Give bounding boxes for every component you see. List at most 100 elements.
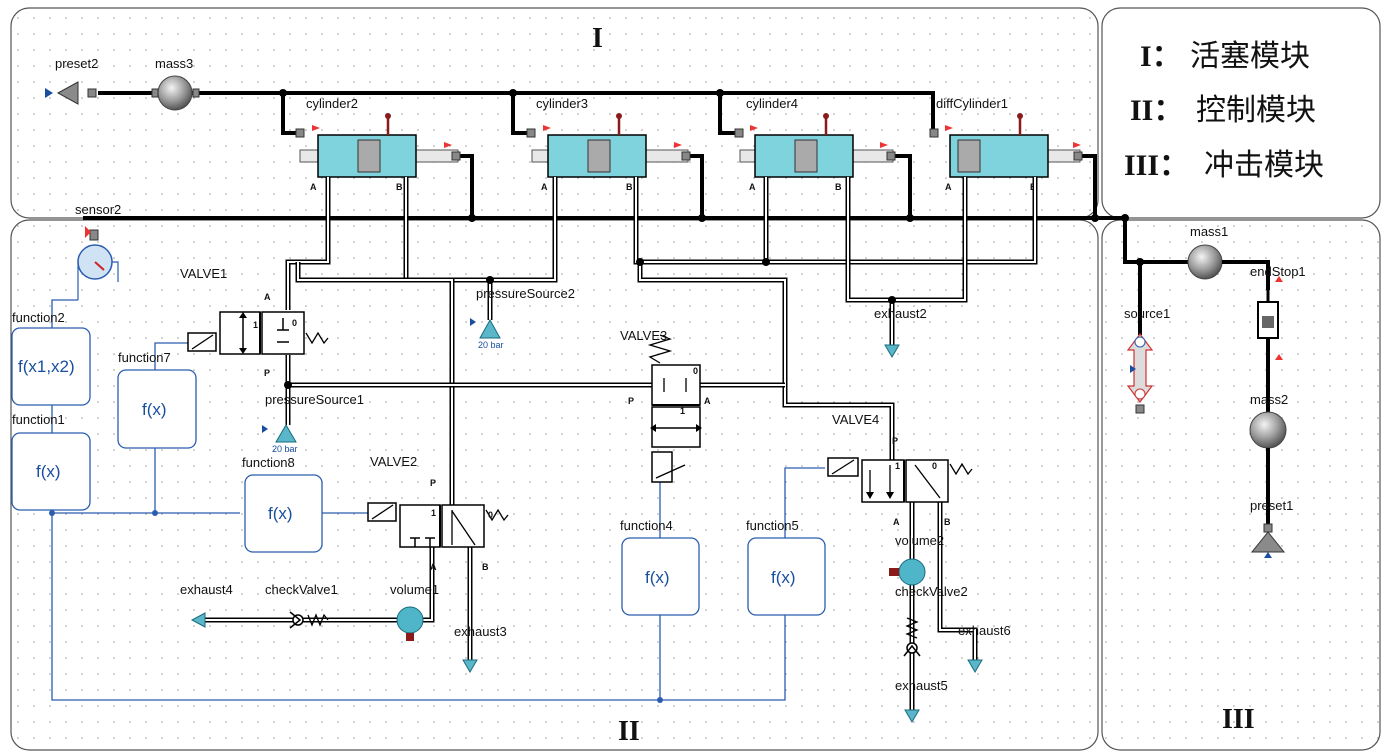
function2-label: function2 (12, 310, 65, 325)
valve4-component[interactable]: 1 0 (827, 457, 973, 503)
cylinder2-label: cylinder2 (306, 96, 358, 111)
valve3-port-P: P (628, 396, 634, 406)
preset1-component[interactable] (1250, 523, 1286, 558)
pressureSource2-component[interactable] (470, 318, 501, 339)
exhaust2-component[interactable] (884, 344, 900, 358)
checkValve1-label: checkValve1 (265, 582, 338, 597)
valve2-port-A: A (430, 562, 437, 572)
legend-row1-text: 活塞模块 (1190, 40, 1310, 73)
source1-component[interactable] (1126, 333, 1154, 414)
function2-block[interactable]: f(x1,x2) (11, 327, 91, 406)
hydraulic-lines (205, 177, 1038, 710)
exhaust5-label: exhaust5 (895, 678, 948, 693)
valve4-port-B: B (944, 517, 951, 527)
volume1-label: volume1 (390, 582, 439, 597)
mass3-label: mass3 (155, 56, 193, 71)
valve3-pos-1: 1 (680, 406, 685, 416)
valve1-component[interactable]: 1 0 (187, 311, 329, 355)
pressureSource2-label: pressureSource2 (476, 286, 575, 301)
volume2-component[interactable] (889, 558, 926, 586)
cyl4-port-B: B (835, 182, 842, 192)
exhaust3-component[interactable] (462, 659, 478, 673)
mass2-component[interactable] (1249, 411, 1287, 528)
diffCylinder1-label: diffCylinder1 (936, 96, 1008, 111)
function4-expression: f(x) (645, 568, 670, 587)
diffCylinder1-component[interactable] (929, 113, 1083, 178)
exhaust3-label: exhaust3 (454, 624, 507, 639)
valve4-pos-1: 1 (895, 461, 900, 471)
cylinder4-label: cylinder4 (746, 96, 798, 111)
mass1-component[interactable] (1187, 244, 1223, 280)
function7-label: function7 (118, 350, 171, 365)
function4-block[interactable]: f(x) (621, 537, 700, 616)
function4-label: function4 (620, 518, 673, 533)
pressureSource1-component[interactable] (262, 424, 297, 443)
cylinder2-component[interactable] (295, 113, 461, 178)
valve1-pos-0: 0 (292, 318, 297, 328)
valve1-pos-1: 1 (253, 320, 258, 330)
diffcyl-port-A: A (945, 182, 952, 192)
signal-lines (49, 299, 825, 703)
module-III-title: III (1222, 704, 1255, 735)
function5-expression: f(x) (771, 568, 796, 587)
mech-line-mass1-endstop (1222, 260, 1270, 290)
function5-block[interactable]: f(x) (747, 537, 826, 616)
exhaust6-label: exhaust6 (958, 623, 1011, 638)
function8-label: function8 (242, 455, 295, 470)
module-III-panel (1101, 219, 1381, 751)
valve2-pos-0: 0 (488, 510, 493, 520)
valve2-port-P: P (430, 478, 436, 488)
endStop1-label: endStop1 (1250, 264, 1306, 279)
sensor2-component[interactable] (77, 226, 119, 300)
valve3-label: VALVE3 (620, 328, 667, 343)
valve2-label: VALVE2 (370, 454, 417, 469)
function7-expression: f(x) (142, 400, 167, 419)
legend-row1-num: I： (1140, 40, 1182, 73)
cylinder3-component[interactable] (526, 113, 691, 178)
module-II-title: II (618, 716, 640, 747)
sensor2-label: sensor2 (75, 202, 121, 217)
legend-row3-text: 冲击模块 (1204, 149, 1324, 182)
valve1-label: VALVE1 (180, 266, 227, 281)
valve3-component[interactable]: 0 1 (647, 334, 702, 483)
endStop1-component[interactable] (1257, 276, 1283, 420)
exhaust4-component[interactable] (190, 612, 206, 628)
valve1-port-A: A (264, 292, 271, 302)
cylinder4-component[interactable] (734, 113, 896, 178)
valve4-pos-0: 0 (932, 461, 937, 471)
legend-row2-num: II： (1130, 94, 1183, 127)
legend-panel (1101, 7, 1381, 219)
function1-label: function1 (12, 412, 65, 427)
function2-expression: f(x1,x2) (18, 357, 75, 376)
function1-block[interactable]: f(x) (11, 432, 91, 511)
function8-block[interactable]: f(x) (244, 474, 323, 553)
module-I-title: I (592, 23, 603, 54)
preset1-label: preset1 (1250, 498, 1293, 513)
valve4-label: VALVE4 (832, 412, 879, 427)
cyl2-port-B: B (396, 182, 403, 192)
cyl2-port-A: A (310, 182, 317, 192)
checkValve2-component[interactable] (903, 617, 921, 657)
cyl4-port-A: A (749, 182, 756, 192)
valve2-component[interactable]: 1 0 (367, 502, 509, 548)
function7-block[interactable]: f(x) (117, 369, 197, 449)
valve1-port-P: P (264, 368, 270, 378)
function1-expression: f(x) (36, 462, 61, 481)
preset2-component[interactable] (45, 81, 97, 105)
mass2-label: mass2 (1250, 392, 1288, 407)
function8-expression: f(x) (268, 504, 293, 523)
exhaust5-component[interactable] (904, 709, 920, 723)
volume1-component[interactable] (396, 606, 424, 641)
exhaust6-component[interactable] (967, 659, 983, 673)
checkValve1-component[interactable] (289, 611, 329, 629)
valve4-port-P: P (892, 436, 898, 446)
preset2-label: preset2 (55, 56, 98, 71)
mechanical-lines-top (83, 89, 1190, 335)
source1-label: source1 (1124, 306, 1170, 321)
pressureSource1-value: 20 bar (272, 444, 298, 454)
legend-row3-num: III： (1124, 149, 1189, 182)
valve2-port-B: B (482, 562, 489, 572)
function5-label: function5 (746, 518, 799, 533)
mass3-component[interactable] (151, 75, 200, 111)
